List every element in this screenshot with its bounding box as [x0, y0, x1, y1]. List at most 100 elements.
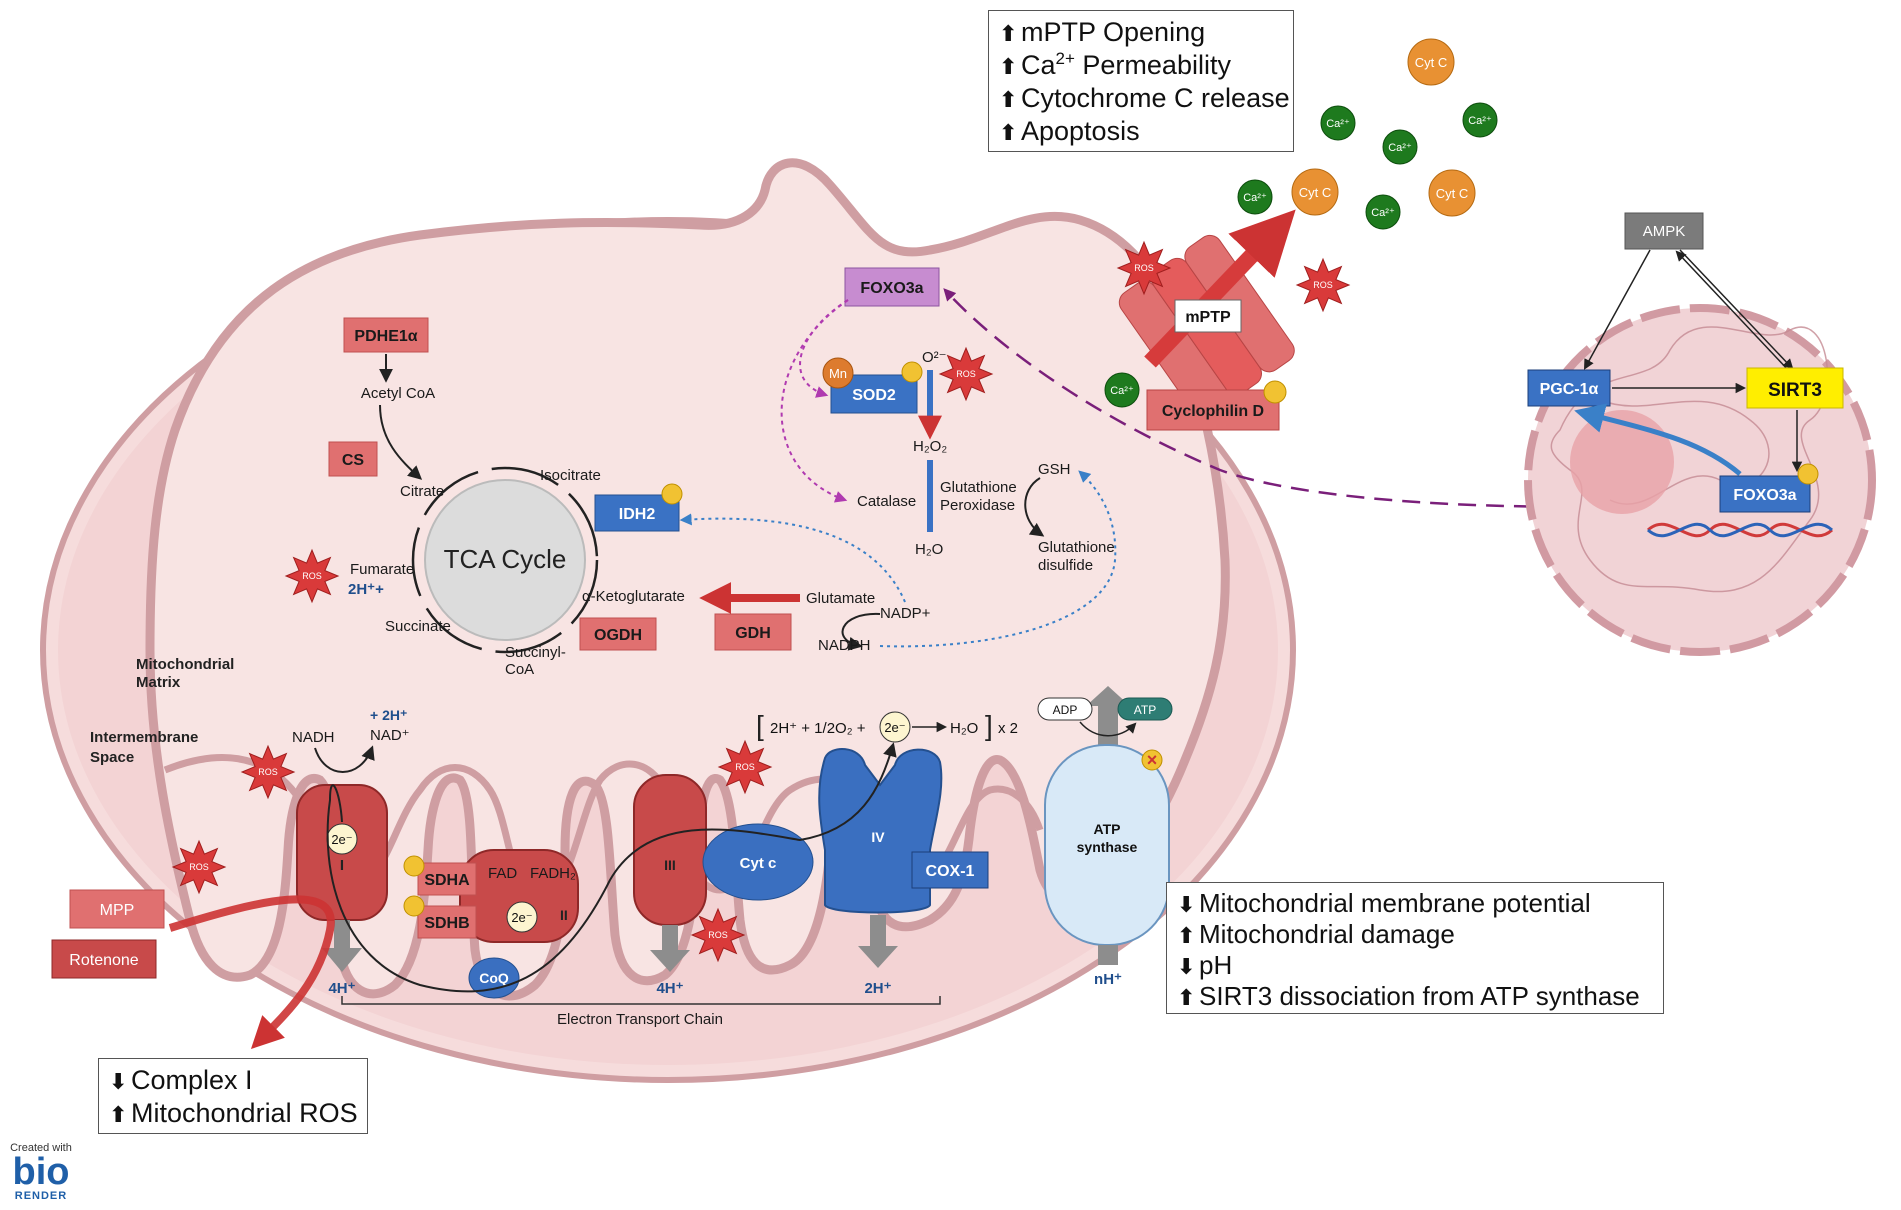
ims-label-1: Intermembrane: [90, 729, 198, 746]
ampk-box[interactable]: [1624, 212, 1704, 250]
ros-burst: ROS: [240, 744, 296, 800]
svg-text:Ca²⁺: Ca²⁺: [1468, 115, 1492, 127]
mpp-label: MPP: [100, 902, 135, 919]
biorender-logo: Created with bio RENDER: [6, 1142, 76, 1202]
atp-label: ATP: [1134, 703, 1156, 717]
svg-text:Cyt C: Cyt C: [1415, 55, 1448, 70]
sdha-box[interactable]: [417, 862, 477, 896]
effect-cytc-release: ⬆Cytochrome C release: [999, 83, 1290, 116]
ampk-label: AMPK: [1643, 223, 1686, 240]
complex-iii-proton-head: [650, 950, 690, 972]
svg-text:ROS: ROS: [302, 571, 322, 581]
ca-ion: Ca²⁺: [1320, 105, 1356, 141]
gsh-label: GSH: [1038, 461, 1071, 478]
cytc[interactable]: [702, 823, 814, 901]
mptp-label-box: [1174, 299, 1242, 333]
complex-iv-proton-arrow: [870, 915, 886, 949]
pdhe1a-box[interactable]: [343, 317, 429, 353]
svg-text:ROS: ROS: [189, 862, 209, 872]
eq-electron: [879, 711, 911, 743]
sod2-box[interactable]: [830, 374, 918, 414]
mptp-label: mPTP: [1185, 309, 1231, 326]
ros-burst: ROS: [1295, 257, 1351, 313]
cyclophilin-box[interactable]: [1146, 389, 1280, 431]
sod2-acetyl-mark: [901, 361, 923, 383]
atp-effects-box: ⬇Mitochondrial membrane potential ⬆Mitoc…: [1166, 882, 1664, 1014]
complex-ii-electrons: [506, 901, 538, 933]
coq[interactable]: [468, 957, 520, 999]
nadh-label: NADH: [292, 729, 335, 746]
plus2h-label: + 2H⁺: [370, 707, 407, 723]
complex-i-effects-box: ⬇Complex I ⬆Mitochondrial ROS: [98, 1058, 368, 1134]
mpp-box[interactable]: [69, 889, 165, 929]
atp-synthase-stalk-head: [1086, 686, 1130, 706]
fad-label: FAD: [488, 865, 517, 882]
citrate-label: Citrate: [400, 483, 444, 500]
ros-burst: ROS: [938, 346, 994, 402]
complex-i-label: I: [340, 857, 344, 874]
cytc-molecule: Cyt C: [1291, 168, 1339, 216]
sirt3-box[interactable]: [1746, 367, 1844, 409]
complex-iv[interactable]: [818, 747, 943, 914]
sirt3-to-ampk: [1675, 250, 1791, 373]
up-arrow-icon: ⬆: [999, 22, 1018, 47]
complex-ii[interactable]: [459, 849, 579, 943]
complex-iv-proton-head: [858, 946, 898, 968]
eq-x2: x 2: [998, 720, 1018, 737]
o2-label: O²⁻: [922, 349, 947, 366]
tca-cycle-label: TCA Cycle: [444, 544, 567, 574]
acetyl-to-citrate-arrow: [379, 404, 423, 480]
idh2-acetyl-mark: [661, 483, 683, 505]
ros-burst: ROS: [171, 839, 227, 895]
rotenone-box[interactable]: [51, 939, 157, 979]
complex-iii[interactable]: [633, 774, 707, 926]
cox1-box[interactable]: [911, 851, 989, 889]
foxo3a-mito-box[interactable]: [844, 267, 940, 307]
cytc-label: Cyt c: [740, 855, 777, 872]
ca-ion: Ca²⁺: [1104, 372, 1140, 408]
down-arrow-icon: ⬇: [1177, 893, 1196, 918]
nad-label: NAD⁺: [370, 727, 410, 744]
gdh-box[interactable]: [714, 613, 792, 651]
cytc-molecule: Cyt C: [1407, 38, 1455, 86]
svg-text:Cyt C: Cyt C: [1299, 185, 1332, 200]
sdhb-acetyl-mark: [403, 895, 425, 917]
catalase-label: Catalase: [857, 493, 916, 510]
gssg-label-2: disulfide: [1038, 557, 1093, 574]
h4b-label: 4H⁺: [656, 980, 683, 997]
nh-label: nH⁺: [1094, 971, 1122, 988]
sdhb-box[interactable]: [417, 905, 477, 939]
effect-ph: ⬇pH: [1177, 950, 1233, 981]
fumarate-label: Fumarate: [350, 561, 414, 578]
atp-synthase-label-1: ATP: [1094, 821, 1121, 837]
adp-atp-curve: [1079, 721, 1137, 737]
ogdh-box[interactable]: [579, 617, 657, 651]
chromatin: [1550, 326, 1829, 593]
electron-path: [326, 742, 897, 993]
h2o-label: H₂O: [915, 541, 943, 558]
cs-box[interactable]: [328, 441, 378, 477]
mn-label: Mn: [829, 366, 847, 381]
succinylcoa-label: Succinyl-: [505, 644, 566, 661]
svg-text:ROS: ROS: [708, 930, 728, 940]
gdh-label: GDH: [735, 625, 771, 642]
ca-ions: Ca²⁺Ca²⁺Ca²⁺Ca²⁺Ca²⁺Ca²⁺: [1104, 102, 1498, 408]
complex-iv-label: IV: [871, 829, 885, 845]
complex-ii-label: II: [560, 907, 568, 923]
svg-text:ROS: ROS: [956, 369, 976, 379]
foxo3a-nuc-box[interactable]: [1719, 475, 1811, 513]
svg-text:ROS: ROS: [735, 762, 755, 772]
pgc1a-label: PGC-1α: [1540, 381, 1599, 398]
complex-i-proton-arrow: [334, 920, 350, 950]
ims-label-2: Space: [90, 749, 134, 766]
foxo3a-translocation-line: [943, 288, 1729, 508]
atp-pill: [1117, 697, 1173, 721]
sdha-label: SDHA: [424, 872, 470, 889]
pgc1a-box[interactable]: [1527, 369, 1611, 407]
inhibitor-arrow: [168, 895, 335, 1050]
foxo3a-to-pgc1a: [1574, 403, 1742, 476]
foxo3a-mito-label: FOXO3a: [860, 280, 923, 297]
gpx-label-1: Glutathione: [940, 479, 1017, 496]
